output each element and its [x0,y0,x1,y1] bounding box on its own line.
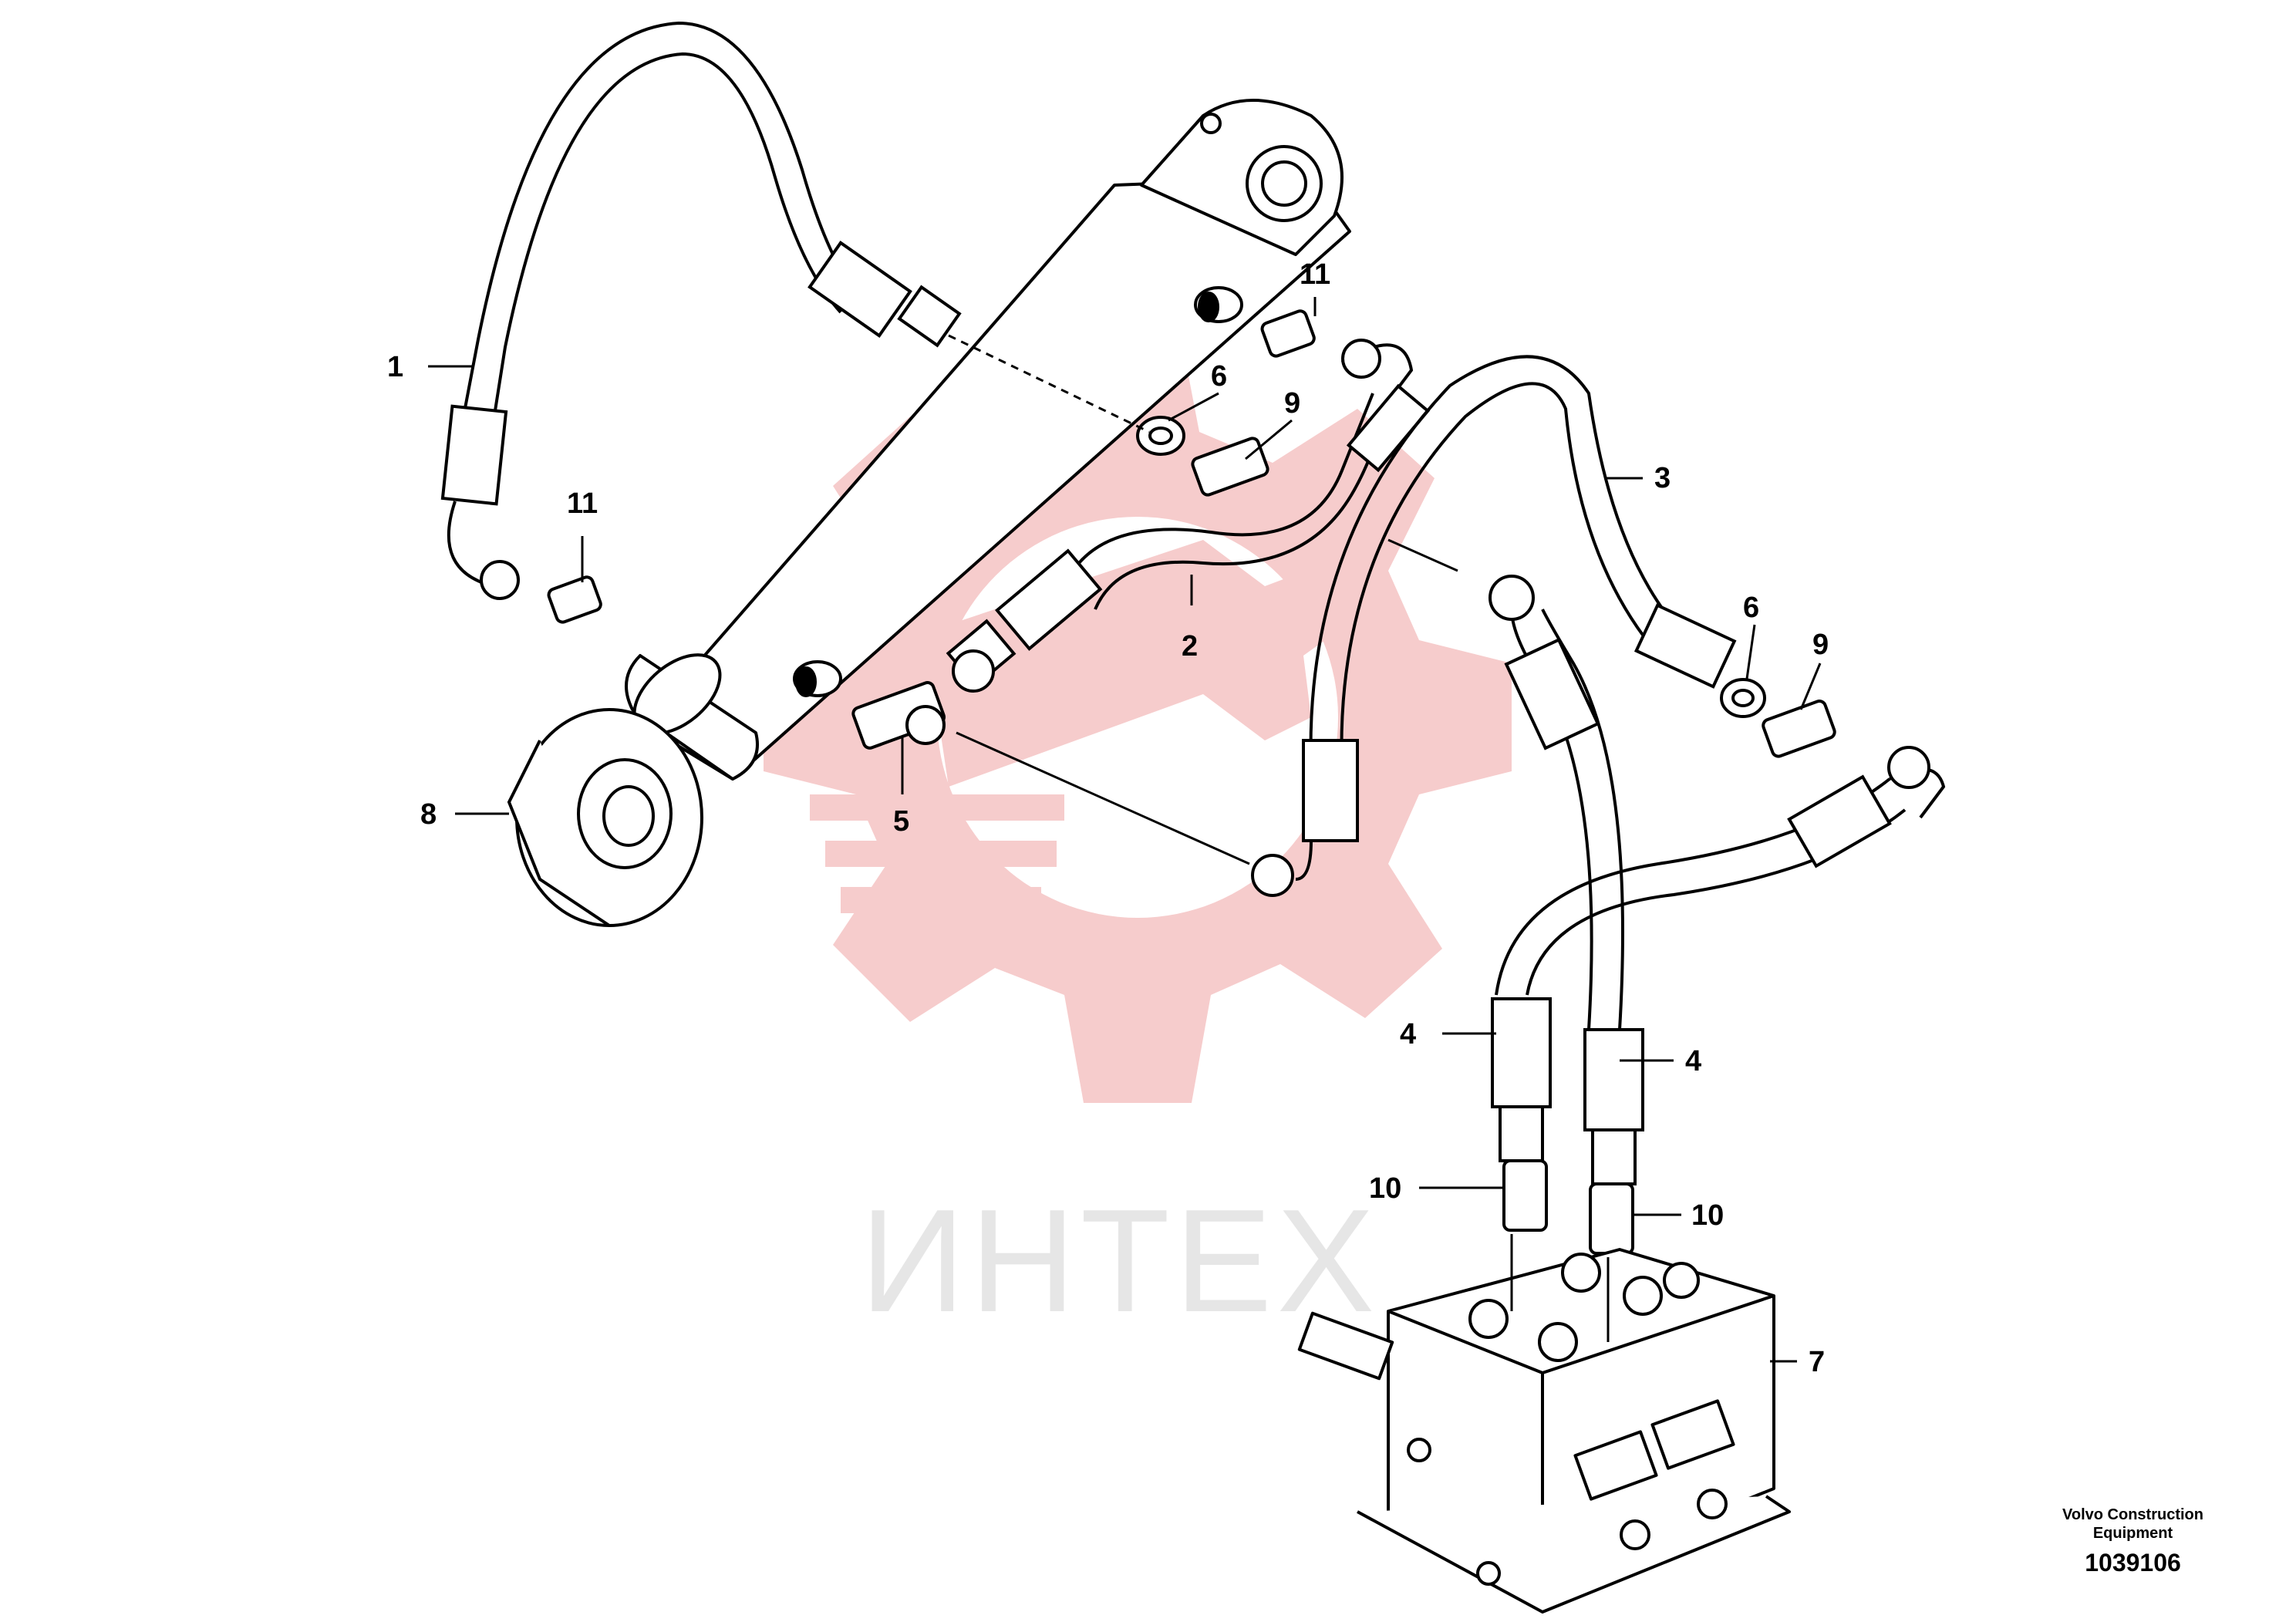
callout-3: 3 [1654,462,1671,494]
brand-name-line1: Volvo Construction [2062,1506,2203,1523]
hose-3 [1251,355,1737,897]
callout-1: 1 [387,351,403,383]
callout-8: 8 [420,798,437,831]
callout-9-upper: 9 [1284,387,1300,420]
fittings [547,309,1836,1255]
callout-4-right: 4 [1685,1045,1701,1077]
callout-10-right: 10 [1691,1199,1724,1232]
callout-9-right: 9 [1812,629,1829,661]
watermark-text: ИНТЕХ [860,1179,1379,1343]
callout-11-upper: 11 [1300,258,1330,291]
callout-5: 5 [893,805,909,838]
hose-4-right [1489,575,1644,1185]
hydraulic-cylinder [625,99,1351,781]
control-valve [1297,1248,1791,1614]
hose-2 [946,339,1431,693]
leader-lines [428,297,1822,1363]
callout-6-upper: 6 [1211,360,1227,393]
callout-4-left: 4 [1400,1018,1416,1050]
callout-7: 7 [1809,1346,1825,1378]
brand-block: Volvo Construction Equipment 1039106 [2062,1506,2203,1577]
spherical-bearing [507,708,703,927]
diagram-code: 1039106 [2085,1549,2181,1576]
callouts: 1 2 3 4 4 5 6 6 7 8 9 9 10 10 11 11 [387,258,1829,1378]
hose-1 [440,21,962,600]
callout-10-left: 10 [1369,1172,1401,1205]
callout-2: 2 [1182,630,1198,663]
hose-4-left [1491,746,1946,1162]
callout-11-lower: 11 [567,487,598,520]
brand-name-line2: Equipment [2092,1525,2173,1542]
callout-6-right: 6 [1743,592,1759,624]
